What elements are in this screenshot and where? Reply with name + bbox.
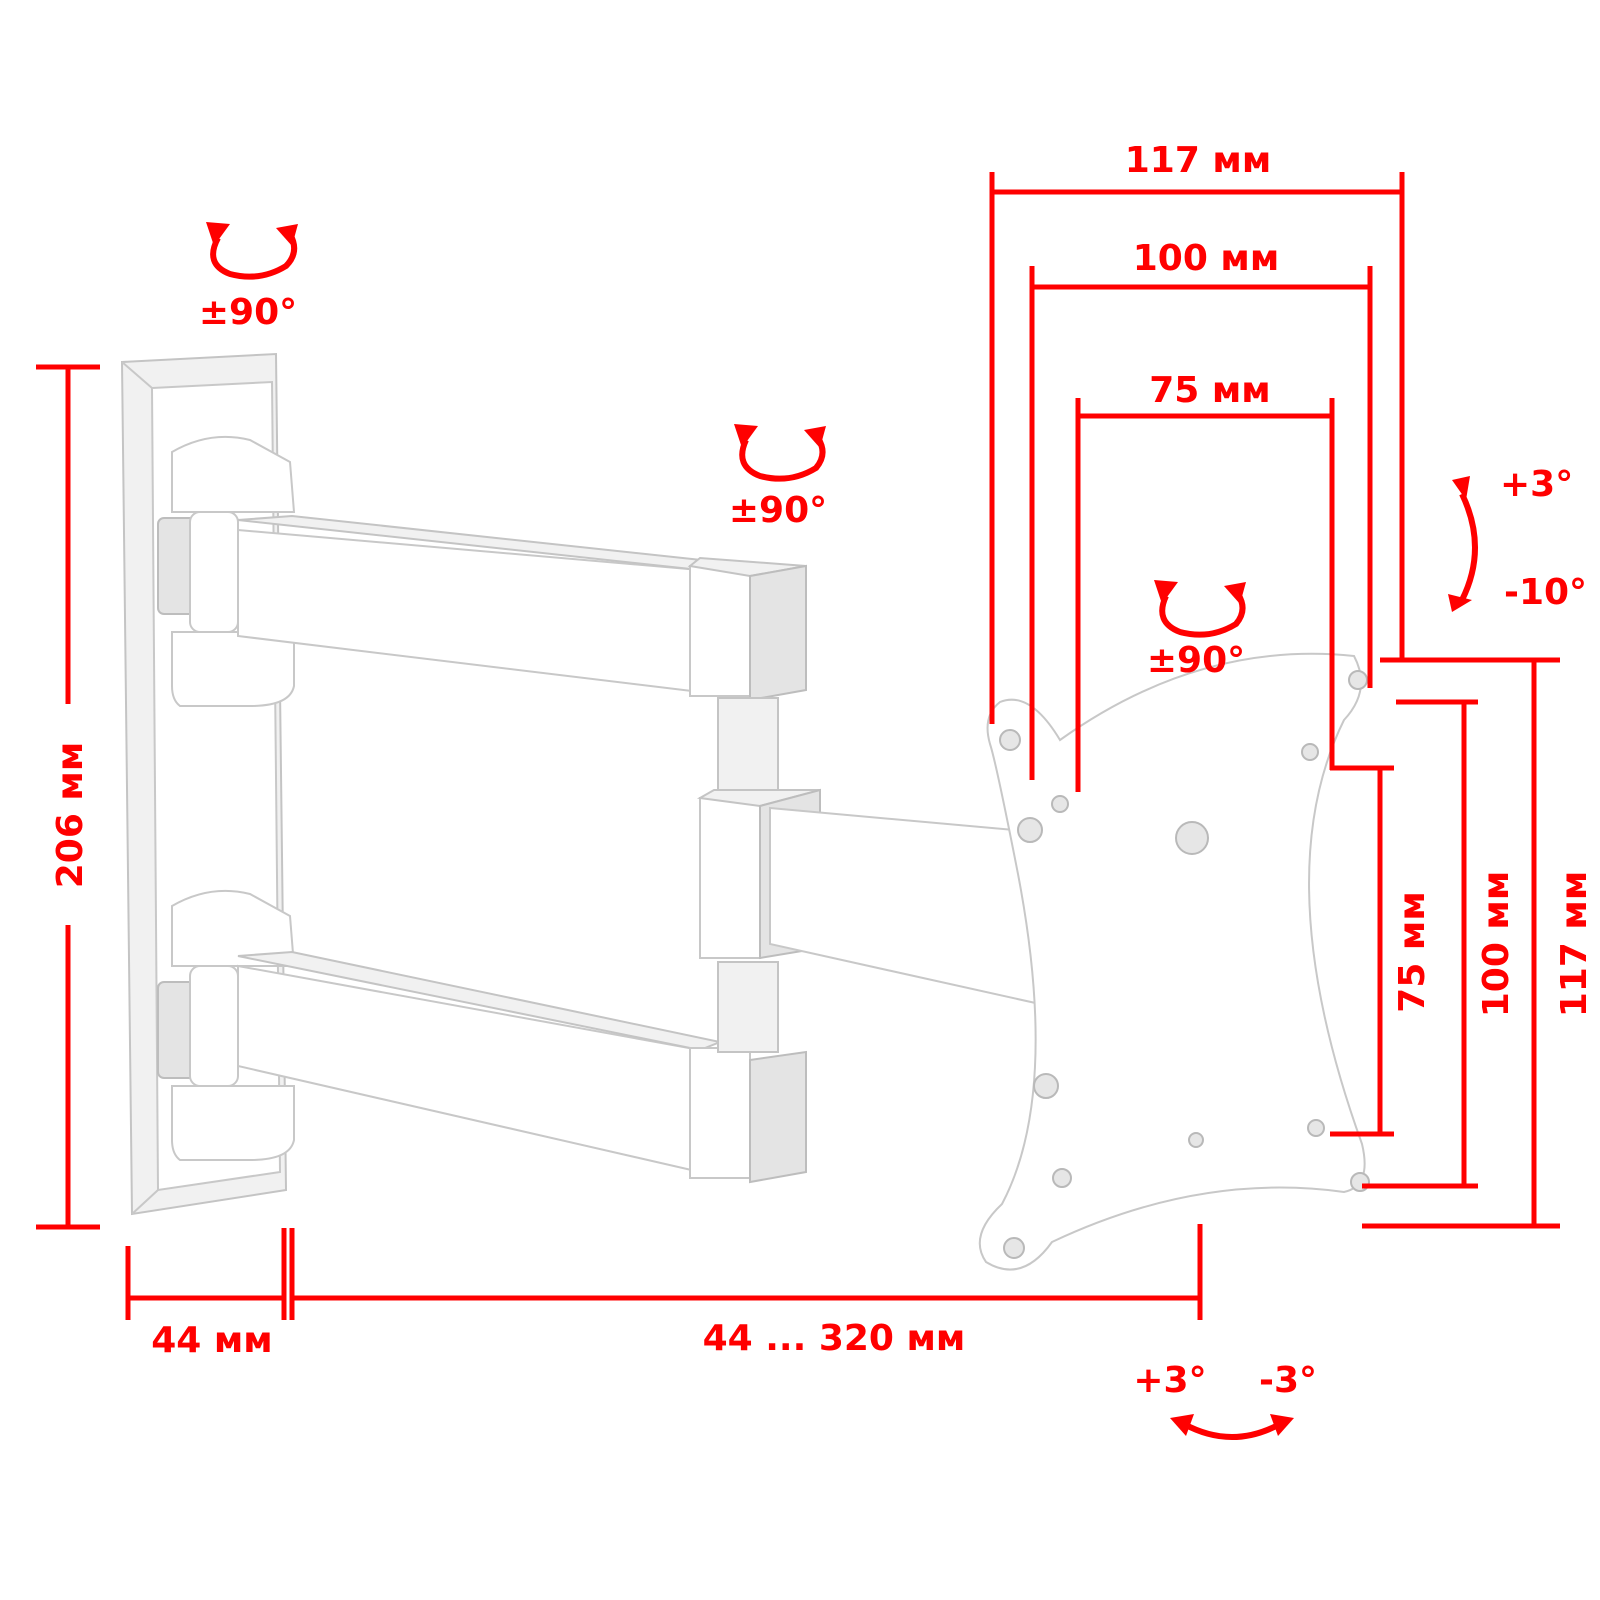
tilt-down-label: -10° bbox=[1504, 572, 1587, 613]
tilt-up-label: +3° bbox=[1500, 464, 1573, 505]
dim-extension: 44 ... 320 мм bbox=[703, 1318, 966, 1359]
rotate-arrow-icon bbox=[734, 424, 826, 482]
dim-top-mid: 100 мм bbox=[1133, 238, 1280, 279]
dim-top-inner: 75 мм bbox=[1149, 370, 1270, 411]
dimension-lines bbox=[36, 172, 1560, 1320]
swivel-wall-label: ±90° bbox=[199, 292, 297, 333]
dim-side-mid: 100 мм bbox=[1476, 871, 1517, 1018]
rotate-arrow-icon bbox=[1154, 580, 1246, 638]
level-left-label: +3° bbox=[1133, 1360, 1206, 1401]
swivel-elbow-label: ±90° bbox=[729, 490, 827, 531]
upper-arm bbox=[237, 514, 807, 702]
rotation-plate-label: ±90° bbox=[1147, 640, 1245, 681]
tilt-arrow-icon bbox=[1448, 476, 1478, 612]
bracket-drawing bbox=[120, 352, 1370, 1271]
lower-arm bbox=[237, 950, 807, 1184]
vesa-plate bbox=[978, 652, 1370, 1271]
level-right-label: -3° bbox=[1259, 1360, 1317, 1401]
rotate-arrow-icon bbox=[206, 222, 298, 280]
dim-side-outer: 117 мм bbox=[1554, 871, 1595, 1018]
dim-top-outer: 117 мм bbox=[1125, 140, 1272, 181]
dim-side-inner: 75 мм bbox=[1392, 891, 1433, 1012]
wall-plate bbox=[120, 352, 296, 1216]
dim-wall-depth: 44 мм bbox=[151, 1320, 272, 1361]
dim-wall-height: 206 мм bbox=[50, 742, 91, 889]
level-arrow-icon bbox=[1170, 1414, 1294, 1440]
